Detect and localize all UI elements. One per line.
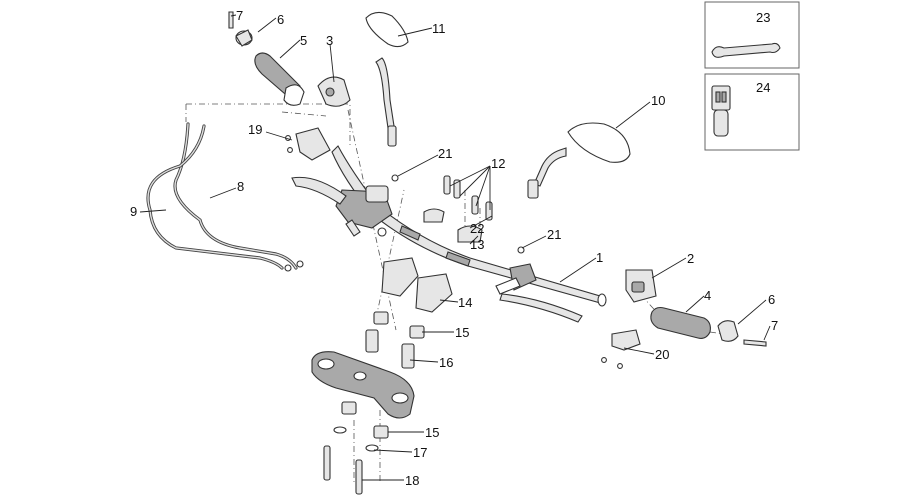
callout-11: 11	[432, 21, 446, 36]
callout-1: 1	[596, 250, 603, 265]
bolts-lower	[323, 426, 379, 495]
callout-22: 22	[470, 221, 484, 236]
brake-master-cylinder	[291, 176, 393, 237]
callout-16: 16	[439, 355, 453, 370]
switch-housing-left	[317, 76, 351, 107]
bushings	[341, 311, 425, 439]
callout-24: 24	[756, 80, 770, 95]
leader-lines	[139, 14, 771, 481]
triple-clamp	[311, 351, 415, 419]
callout-2: 2	[687, 251, 694, 266]
callout-6-right: 6	[768, 292, 775, 307]
grip-right	[650, 306, 711, 339]
callout-21-upper: 21	[438, 146, 452, 161]
callout-21-lower: 21	[547, 227, 561, 242]
callout-5: 5	[300, 33, 307, 48]
callout-14: 14	[458, 295, 472, 310]
switch-bracket	[601, 329, 641, 369]
callout-19: 19	[248, 122, 262, 137]
callout-18: 18	[405, 473, 419, 488]
callout-7-right: 7	[771, 318, 778, 333]
callout-6-top: 6	[277, 12, 284, 27]
callout-4: 4	[704, 288, 711, 303]
bar-end-right	[717, 320, 767, 347]
callout-15-lower: 15	[425, 425, 439, 440]
bar-end-top	[228, 11, 253, 47]
brake-hoses	[146, 122, 304, 272]
mirror-right	[527, 122, 631, 199]
risers	[381, 257, 453, 313]
callout-20: 20	[655, 347, 669, 362]
clutch-lever-assembly	[495, 263, 583, 323]
callout-7-top: 7	[236, 8, 243, 23]
inset-tool	[704, 1, 800, 69]
handlebar-clamps	[391, 174, 525, 254]
callout-10: 10	[651, 93, 665, 108]
callout-3: 3	[326, 33, 333, 48]
switch-housing-right	[625, 269, 657, 303]
callout-12: 12	[491, 156, 505, 171]
callout-8: 8	[237, 179, 244, 194]
callout-15-upper: 15	[455, 325, 469, 340]
bracket	[285, 127, 331, 161]
callout-13: 13	[470, 237, 484, 252]
callout-23: 23	[756, 10, 770, 25]
callout-9: 9	[130, 204, 137, 219]
throttle-grip	[254, 52, 305, 106]
mirror-left	[365, 11, 409, 147]
callout-17: 17	[413, 445, 427, 460]
inset-connector	[704, 73, 800, 151]
callout-labels: 7 6 5 3 11 19 8 9 21 12 22 13 21 10 1 2 …	[130, 8, 778, 488]
